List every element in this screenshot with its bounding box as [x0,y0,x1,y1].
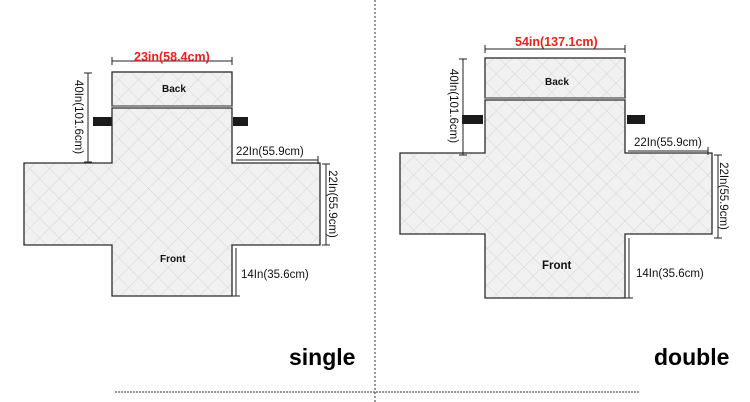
double-back-panel [484,57,626,99]
single-front-label: Front [160,254,186,265]
double-strap-left [462,115,483,124]
double-front-drop-label: 14In(35.6cm) [636,268,704,280]
single-strap-left [93,117,112,126]
single-caption: single [289,344,356,370]
double-height-label: 40In(101.6cm) [447,68,459,144]
single-arm-width-label: 22In(55.9cm) [236,146,304,158]
single-height-label: 40In(101.6cm) [72,79,84,155]
single-front-drop-label: 14In(35.6cm) [241,269,309,281]
single-arm-depth-label: 22In(55.9cm) [326,170,338,238]
single-cover-body [23,107,321,297]
single-back-panel [111,71,233,107]
double-back-label: Back [545,77,569,88]
double-width-label: 54in(137.1cm) [515,35,598,49]
single-width-label: 23in(58.4cm) [134,50,210,64]
double-strap-right [627,115,645,124]
single-cover [23,71,321,297]
double-front-label: Front [542,260,572,272]
single-strap-right [233,117,248,126]
double-arm-width-label: 22In(55.9cm) [634,137,702,149]
double-caption: double [654,344,730,370]
double-arm-depth-label: 22In(55.9cm) [717,162,729,230]
single-back-label: Back [162,84,186,95]
